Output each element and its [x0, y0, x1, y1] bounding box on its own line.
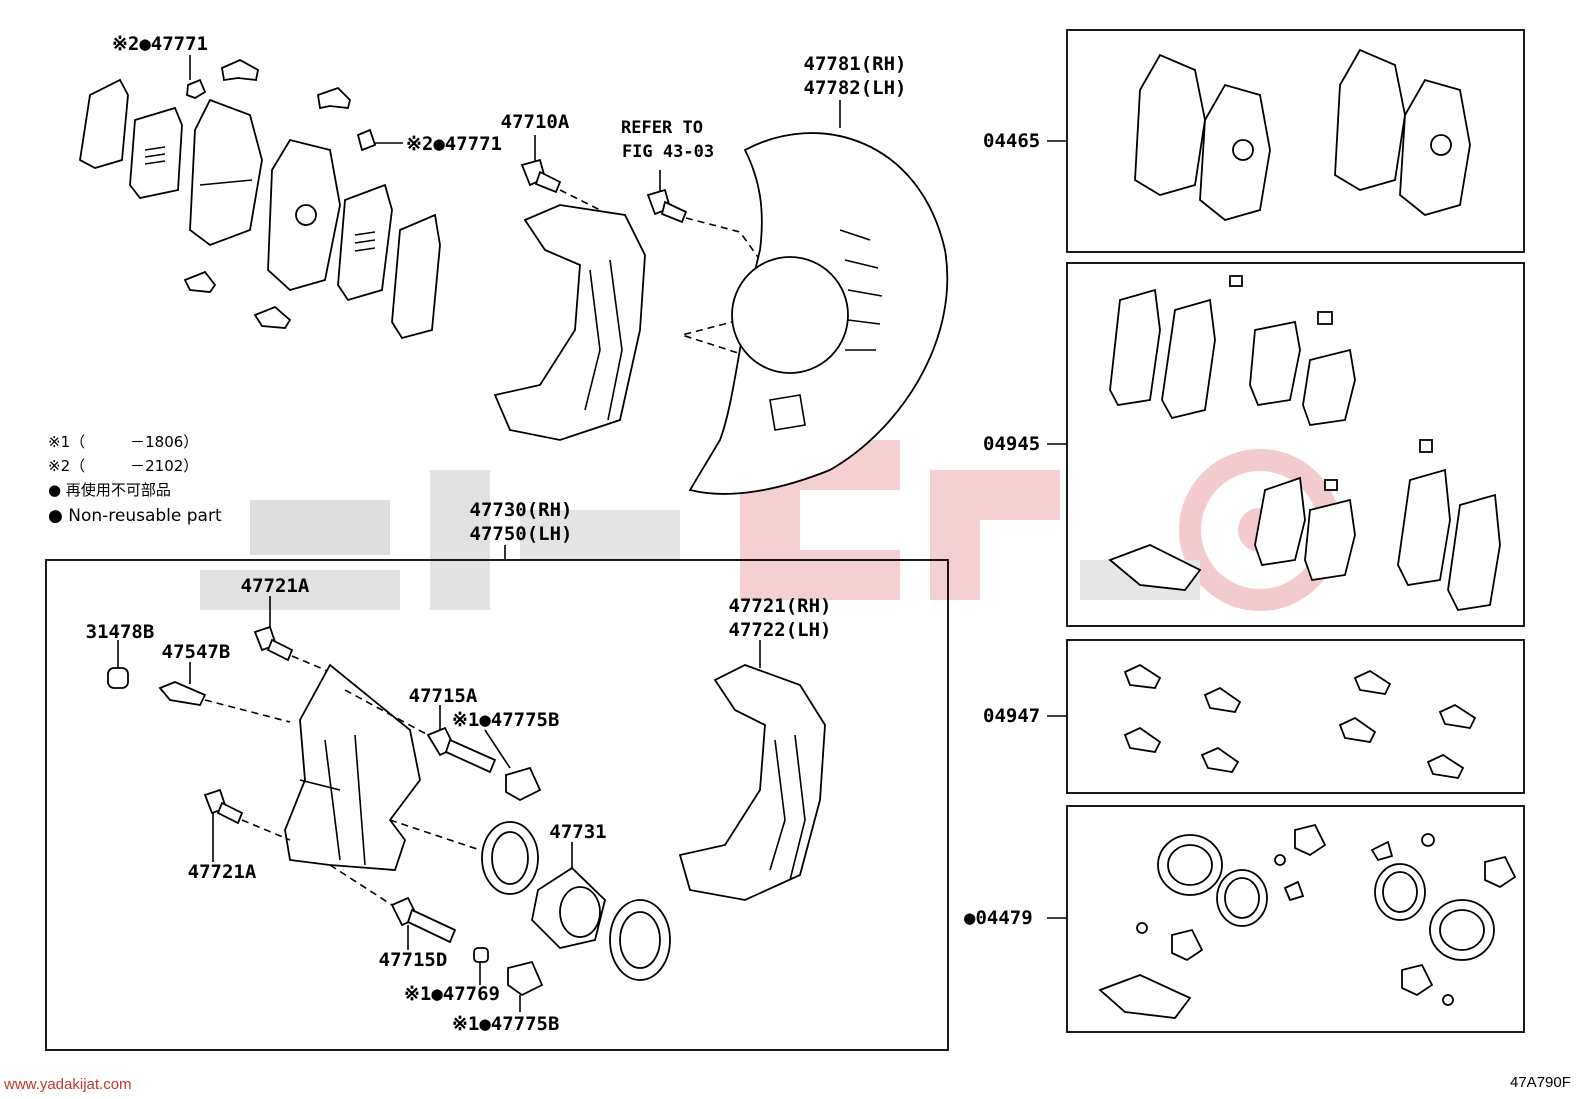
slide-pin-47715D — [390, 896, 457, 944]
caliper-bracket-lower — [678, 664, 826, 901]
bleeder-plug-47547B — [158, 681, 207, 706]
label-refer-to: REFER TO — [621, 118, 703, 138]
bolt-47721A-top — [253, 625, 294, 662]
anti-squeal-shim-outer — [79, 78, 129, 169]
label-47721A-top[interactable]: 47721A — [240, 575, 310, 597]
legend-note-1: ※1（ －1806） — [48, 433, 199, 451]
bleeder-cap-31478B — [107, 667, 129, 689]
dust-shield — [688, 132, 949, 495]
label-47731[interactable]: 47731 — [549, 821, 607, 843]
label-kit-04945[interactable]: 04945 — [983, 433, 1041, 455]
brake-pad-inner — [267, 138, 341, 292]
label-47775B-top[interactable]: ※1●47775B — [452, 709, 560, 731]
anti-squeal-shim-3 — [337, 183, 393, 302]
legend-non-reusable-en: ● Non-reusable part — [48, 506, 222, 526]
label-kit-04465[interactable]: 04465 — [983, 130, 1041, 152]
label-47781[interactable]: 47781(RH) — [803, 53, 907, 75]
kit-box-04479 — [1066, 805, 1525, 1033]
boot-47775B-top — [505, 766, 542, 802]
label-47547B[interactable]: 47547B — [161, 641, 231, 663]
kit-04947-clips — [1123, 663, 1477, 779]
label-47721A-bottom[interactable]: 47721A — [187, 861, 257, 883]
slide-pin-47715A — [426, 726, 497, 774]
label-47769[interactable]: ※1●47769 — [404, 983, 500, 1005]
pad-clips-top — [183, 58, 377, 329]
website-link[interactable]: www.yadakijat.com — [4, 1076, 132, 1093]
kit-04465-pads — [1134, 48, 1471, 221]
label-47721[interactable]: 47721(RH) — [728, 595, 832, 617]
anti-squeal-shim-4 — [391, 213, 441, 340]
brake-pad-outer — [189, 98, 263, 247]
caliper-assembly-box — [45, 559, 949, 1051]
label-47775B-bottom[interactable]: ※1●47775B — [452, 1013, 560, 1035]
label-47710A[interactable]: 47710A — [500, 111, 570, 133]
label-47750[interactable]: 47750(LH) — [469, 523, 573, 545]
bushing-47769 — [473, 947, 489, 963]
legend-non-reusable-jp: ● 再使用不可部品 — [48, 481, 171, 499]
label-31478B[interactable]: 31478B — [85, 621, 155, 643]
label-47771-top[interactable]: ※2●47771 — [112, 33, 208, 55]
caliper-body — [284, 663, 421, 871]
boot-47775B-bottom — [507, 960, 544, 997]
label-47782[interactable]: 47782(LH) — [803, 77, 907, 99]
figure-code: 47A790F — [1510, 1074, 1571, 1091]
caliper-bracket-upper — [493, 204, 646, 441]
label-47730[interactable]: 47730(RH) — [469, 499, 573, 521]
label-47715A[interactable]: 47715A — [408, 685, 478, 707]
legend-note-2: ※2（ －2102） — [48, 457, 199, 475]
piston-47731 — [531, 866, 606, 949]
bolt-47710A — [520, 158, 562, 194]
piston-seal-ring — [481, 821, 539, 895]
kit-04479-seals — [1098, 823, 1517, 1019]
label-47771-mid[interactable]: ※2●47771 — [406, 133, 502, 155]
label-kit-04947[interactable]: 04947 — [983, 705, 1041, 727]
label-47722[interactable]: 47722(LH) — [728, 619, 832, 641]
label-kit-04479[interactable]: ●04479 — [964, 907, 1033, 929]
kit-04945-shims — [1108, 275, 1501, 611]
anti-squeal-shim-inner — [129, 106, 183, 199]
label-fig-ref[interactable]: FIG 43-03 — [621, 142, 715, 162]
piston-boot — [609, 899, 671, 981]
label-47715D[interactable]: 47715D — [378, 949, 448, 971]
bolt-47721A-bottom — [203, 788, 244, 825]
bolt-refer — [646, 188, 688, 224]
